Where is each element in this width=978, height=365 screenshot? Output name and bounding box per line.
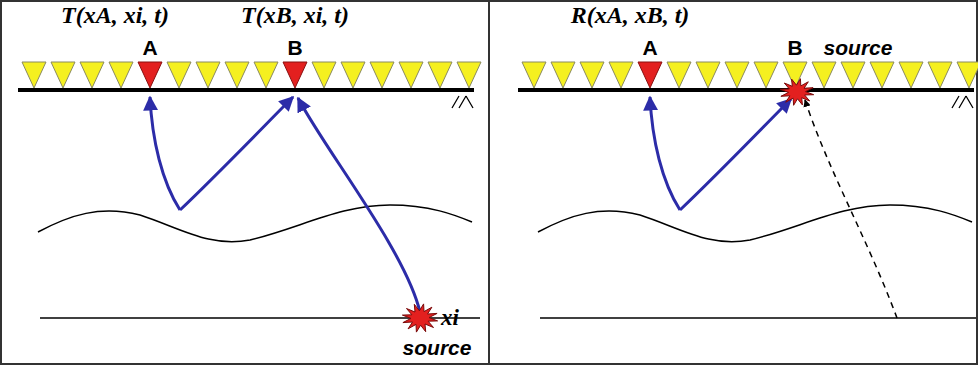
break-mark — [952, 96, 973, 108]
source-label-text: source — [403, 336, 472, 359]
panel-divider — [488, 0, 490, 365]
source-star — [780, 79, 813, 106]
receiver-label: B — [287, 36, 302, 59]
receiver-triangle — [870, 62, 894, 88]
receiver-triangle — [580, 62, 604, 88]
source-position-text: xi — [441, 305, 459, 330]
receiver-triangle — [696, 62, 720, 88]
deep-reflector — [540, 317, 976, 319]
receiver-label: A — [642, 36, 657, 59]
ray-path — [650, 97, 680, 210]
receiver-triangle — [109, 62, 133, 88]
source-position: xi — [441, 305, 459, 330]
receiver-triangle — [667, 62, 691, 88]
receiver-triangle — [754, 62, 778, 88]
receiver-triangle — [196, 62, 220, 88]
virtual-ray — [805, 100, 897, 318]
receiver-triangle — [457, 62, 481, 88]
receiver-label-text: B — [787, 36, 802, 59]
source-label-text: source — [824, 36, 893, 59]
active-receiver — [138, 62, 162, 88]
receiver-triangle — [254, 62, 278, 88]
source-label: source — [824, 36, 893, 59]
surface-line — [18, 88, 474, 92]
receiver-triangle — [22, 62, 46, 88]
ray-path — [298, 98, 420, 312]
trace-label-text: T(xB, xi, t) — [241, 2, 349, 28]
receiver-triangle — [928, 62, 952, 88]
ray-path — [150, 97, 180, 210]
layer-interface — [538, 205, 972, 242]
receiver-triangle — [341, 62, 365, 88]
receiver-triangle — [957, 62, 978, 88]
active-receiver — [638, 62, 662, 88]
receiver-triangle — [312, 62, 336, 88]
receiver-triangle — [80, 62, 104, 88]
receiver-triangle — [812, 62, 836, 88]
receiver-label-text: A — [142, 36, 157, 59]
receiver-triangle — [609, 62, 633, 88]
layer-interface — [38, 205, 472, 242]
ray-path — [680, 99, 791, 210]
source-label: source — [403, 336, 472, 359]
receiver-triangle — [428, 62, 452, 88]
receiver-triangle — [899, 62, 923, 88]
receiver-triangle — [522, 62, 546, 88]
receiver-triangle — [841, 62, 865, 88]
receiver-triangle — [225, 62, 249, 88]
receiver-triangle — [551, 62, 575, 88]
receiver-label: A — [142, 36, 157, 59]
active-receiver — [283, 62, 307, 88]
receiver-label-text: B — [287, 36, 302, 59]
receiver-label-text: A — [642, 36, 657, 59]
trace-label: R(xA, xB, t) — [571, 2, 690, 28]
surface-line — [518, 88, 974, 92]
receiver-triangle — [167, 62, 191, 88]
ray-path — [180, 97, 293, 210]
receiver-triangle — [370, 62, 394, 88]
receiver-triangle — [725, 62, 749, 88]
receiver-triangle — [51, 62, 75, 88]
source-star — [402, 304, 437, 332]
trace-label: T(xA, xi, t) — [61, 2, 169, 28]
trace-label: T(xB, xi, t) — [241, 2, 349, 28]
trace-label-text: R(xA, xB, t) — [571, 2, 690, 28]
trace-label-text: T(xA, xi, t) — [61, 2, 169, 28]
break-mark — [452, 96, 473, 108]
receiver-label: B — [787, 36, 802, 59]
receiver-triangle — [399, 62, 423, 88]
